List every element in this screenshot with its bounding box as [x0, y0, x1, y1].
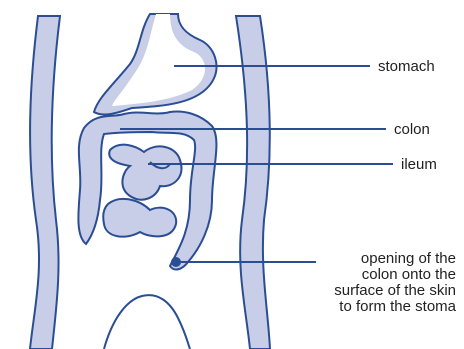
- stoma-opening-label: opening of the colon onto the surface of…: [324, 251, 456, 315]
- stomach-organ: [94, 14, 216, 115]
- pelvis-shape: [104, 295, 190, 349]
- torso-left-side: [30, 16, 60, 349]
- stomach-label: stomach: [378, 58, 435, 75]
- ileum-label: ileum: [401, 156, 437, 173]
- colon-label: colon: [394, 121, 430, 138]
- ileum-organ: [103, 145, 181, 237]
